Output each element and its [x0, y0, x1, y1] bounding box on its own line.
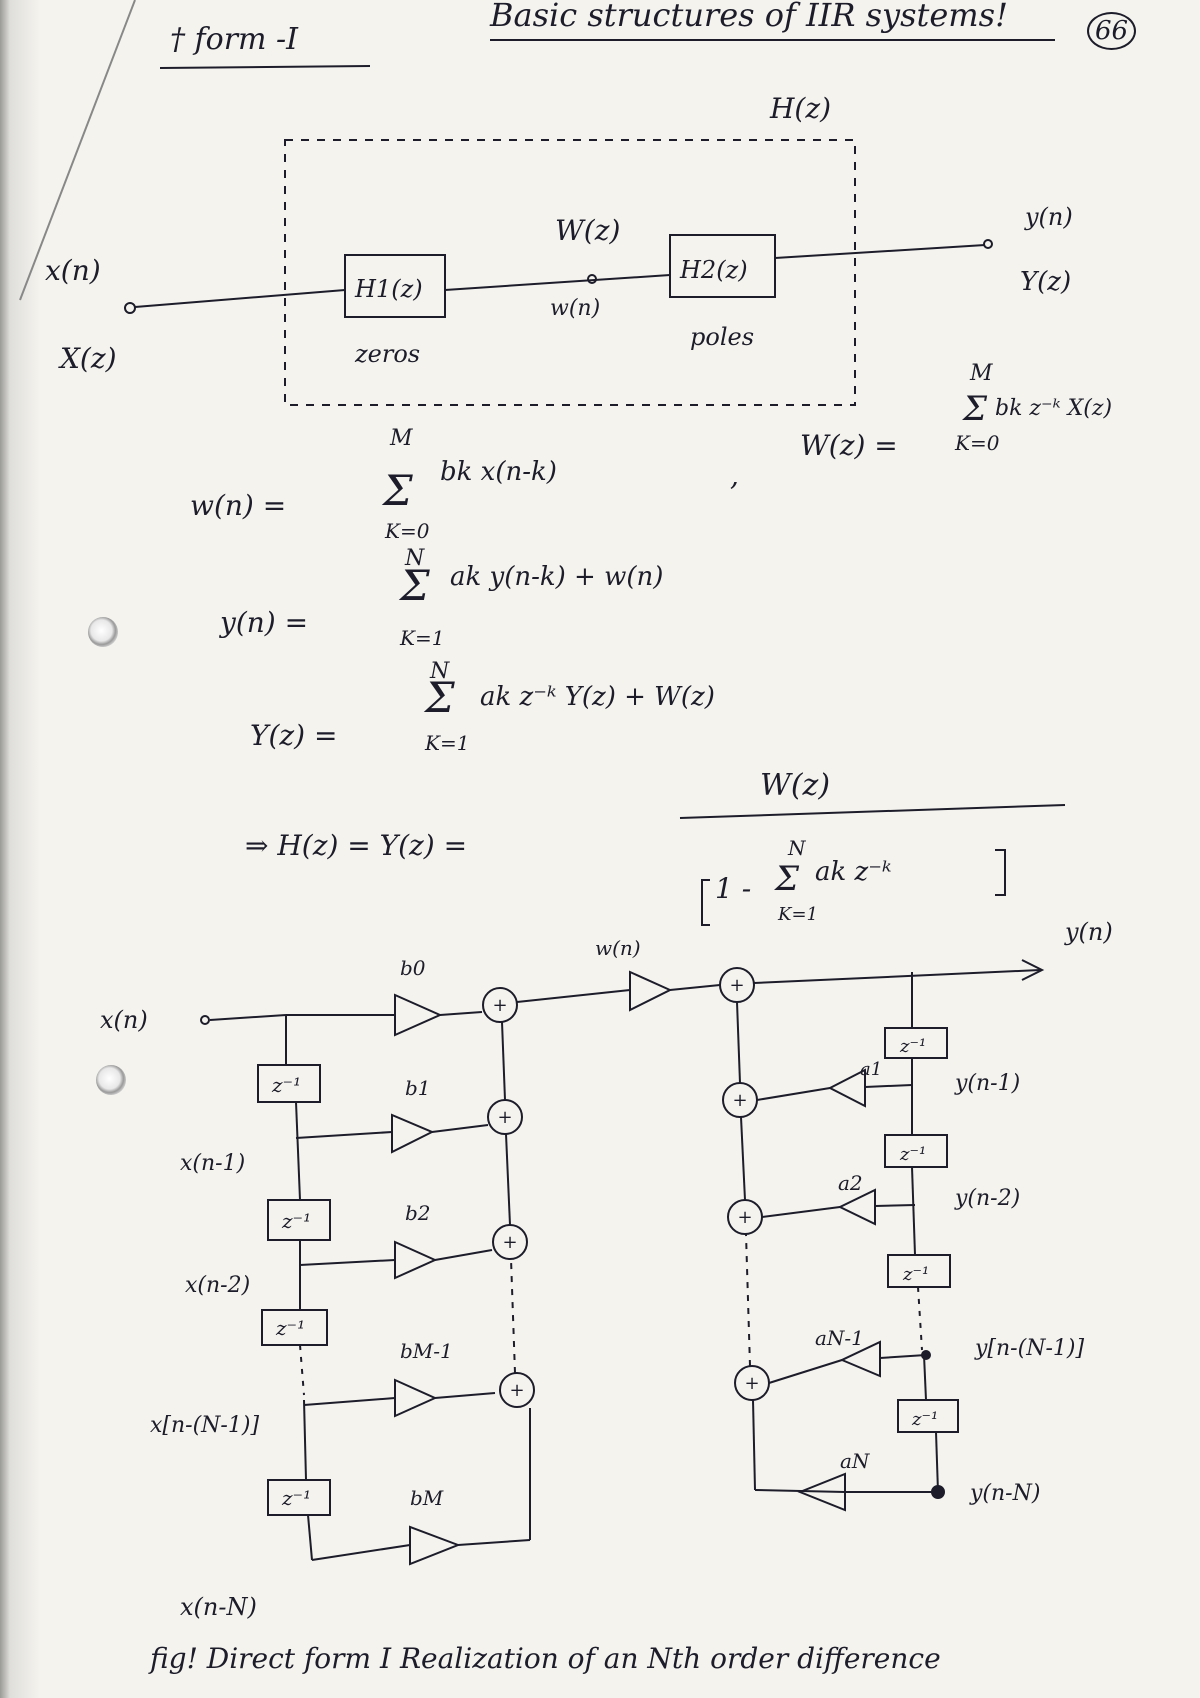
- delay-label: z⁻¹: [275, 1316, 305, 1340]
- eq2-upper: N: [404, 546, 425, 571]
- aN1-label: aN-1: [815, 1326, 864, 1350]
- b1-label: b1: [405, 1076, 431, 1100]
- eq2-lower: K=1: [399, 626, 444, 650]
- adder-plus: +: [502, 1232, 517, 1253]
- eq1-lower: K=0: [384, 519, 430, 543]
- eq1-comma: ,: [730, 459, 739, 492]
- input-x-n: x(n): [45, 254, 101, 287]
- a1-label: a1: [860, 1059, 882, 1080]
- delay-label: z⁻¹: [899, 1036, 926, 1057]
- w-z-label: W(z): [555, 214, 620, 247]
- eq3-upper: N: [429, 659, 450, 684]
- eq2-body: ak y(n-k) + w(n): [450, 562, 663, 592]
- eq1b-lhs: W(z) =: [800, 429, 898, 462]
- output-y-z: Y(z): [1020, 267, 1071, 297]
- y-n1-label: y(n-1): [954, 1071, 1020, 1096]
- eq3-lower: K=1: [424, 731, 469, 755]
- bM1-label: bM-1: [400, 1339, 453, 1363]
- eq1-lhs: w(n) =: [190, 489, 286, 522]
- y-n-label: y(n): [1064, 918, 1113, 946]
- delay-label: z⁻¹: [899, 1144, 926, 1165]
- output-y-n: y(n): [1024, 203, 1073, 231]
- eq1-body: bk x(n-k): [440, 457, 557, 487]
- h-z-label: H(z): [769, 92, 831, 125]
- h2-label: H2(z): [679, 256, 748, 284]
- y-n2-label: y(n-2): [954, 1186, 1020, 1211]
- adder-plus: +: [744, 1373, 759, 1394]
- y-nN-label: y(n-N): [969, 1481, 1040, 1506]
- adder-plus: +: [737, 1207, 752, 1228]
- delay-label: z⁻¹: [902, 1264, 929, 1285]
- eq4-den-upper: N: [787, 836, 807, 860]
- x-n1-label: x(n-1): [180, 1151, 245, 1176]
- b2-label: b2: [405, 1201, 431, 1225]
- eq4-lhs: ⇒ H(z) = Y(z) =: [245, 829, 467, 862]
- sigma-symbol: Σ: [961, 389, 988, 429]
- eq4-den-a: 1 -: [715, 872, 751, 905]
- adder-plus: +: [509, 1380, 524, 1401]
- eq3-body: ak z⁻ᵏ Y(z) + W(z): [480, 682, 715, 712]
- a2-label: a2: [838, 1171, 863, 1195]
- zeros-label: zeros: [354, 340, 420, 368]
- delay-label: z⁻¹: [271, 1073, 301, 1097]
- eq4-den-lower: K=1: [777, 904, 818, 925]
- x-n2-label: x(n-2): [185, 1273, 250, 1298]
- eq4-numerator: W(z): [760, 768, 830, 803]
- input-x-z: X(z): [58, 342, 117, 375]
- sigma-symbol: Σ: [773, 859, 800, 899]
- eq1b-lower: K=0: [954, 431, 1000, 455]
- adder-plus: +: [492, 995, 507, 1016]
- b0-label: b0: [400, 956, 426, 980]
- w-n-realization-label: w(n): [595, 936, 641, 960]
- adder-plus: +: [497, 1107, 512, 1128]
- delay-label: z⁻¹: [281, 1486, 311, 1510]
- eq2-lhs: y(n) =: [218, 606, 308, 639]
- poles-label: poles: [690, 323, 754, 351]
- eq1b-upper: M: [969, 361, 993, 386]
- adder-plus: +: [732, 1090, 747, 1111]
- aN-label: aN: [840, 1449, 871, 1473]
- x-nN-label: x(n-N): [180, 1593, 257, 1621]
- h1-label: H1(z): [354, 275, 423, 303]
- w-n-label: w(n): [550, 296, 600, 321]
- figure-caption: fig! Direct form I Realization of an Nth…: [148, 1642, 941, 1675]
- eq3-lhs: Y(z) =: [250, 719, 337, 752]
- adder-plus: +: [729, 975, 744, 996]
- y-nN1-label: y[n-(N-1)]: [974, 1336, 1084, 1361]
- eq1b-body: bk z⁻ᵏ X(z): [995, 396, 1112, 421]
- delay-label: z⁻¹: [911, 1409, 938, 1430]
- eq1-upper: M: [389, 426, 413, 451]
- x-nN1-label: x[n-(N-1)]: [150, 1413, 259, 1438]
- x-n-label: x(n): [100, 1006, 148, 1034]
- eq4-den-b: ak z⁻ᵏ: [815, 857, 891, 887]
- sigma-symbol: Σ: [381, 466, 413, 515]
- delay-label: z⁻¹: [281, 1209, 311, 1233]
- bM-label: bM: [410, 1486, 444, 1510]
